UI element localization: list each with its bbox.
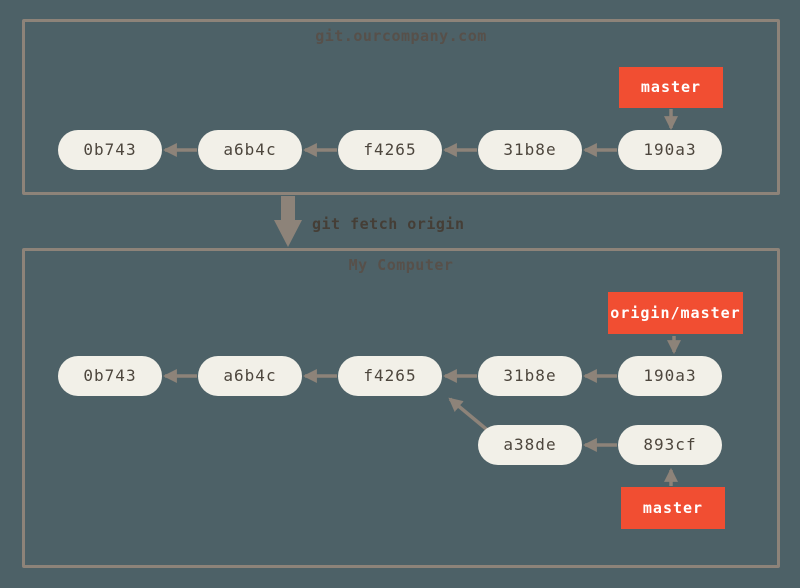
- local-repo-title: My Computer: [348, 256, 454, 274]
- local-repo-box: [22, 248, 780, 568]
- commit-node-local-a6b4c: a6b4c: [198, 356, 302, 396]
- commit-node-local-31b8e: 31b8e: [478, 356, 582, 396]
- commit-node-local-0b743: 0b743: [58, 356, 162, 396]
- commit-node-remote-190a3: 190a3: [618, 130, 722, 170]
- remote-repo-title: git.ourcompany.com: [315, 27, 487, 45]
- commit-node-local-f4265: f4265: [338, 356, 442, 396]
- commit-node-local-a38de: a38de: [478, 425, 582, 465]
- fetch-arrow: [274, 196, 302, 247]
- local-master-label: master: [621, 487, 725, 529]
- commit-node-local-190a3: 190a3: [618, 356, 722, 396]
- commit-node-remote-31b8e: 31b8e: [478, 130, 582, 170]
- commit-node-remote-a6b4c: a6b4c: [198, 130, 302, 170]
- commit-node-remote-0b743: 0b743: [58, 130, 162, 170]
- origin-master-label: origin/master: [608, 292, 743, 334]
- commit-node-local-893cf: 893cf: [618, 425, 722, 465]
- remote-master-label: master: [619, 67, 723, 108]
- remote-repo-box: [22, 19, 780, 195]
- git-fetch-origin-label: git fetch origin: [312, 215, 465, 233]
- commit-node-remote-f4265: f4265: [338, 130, 442, 170]
